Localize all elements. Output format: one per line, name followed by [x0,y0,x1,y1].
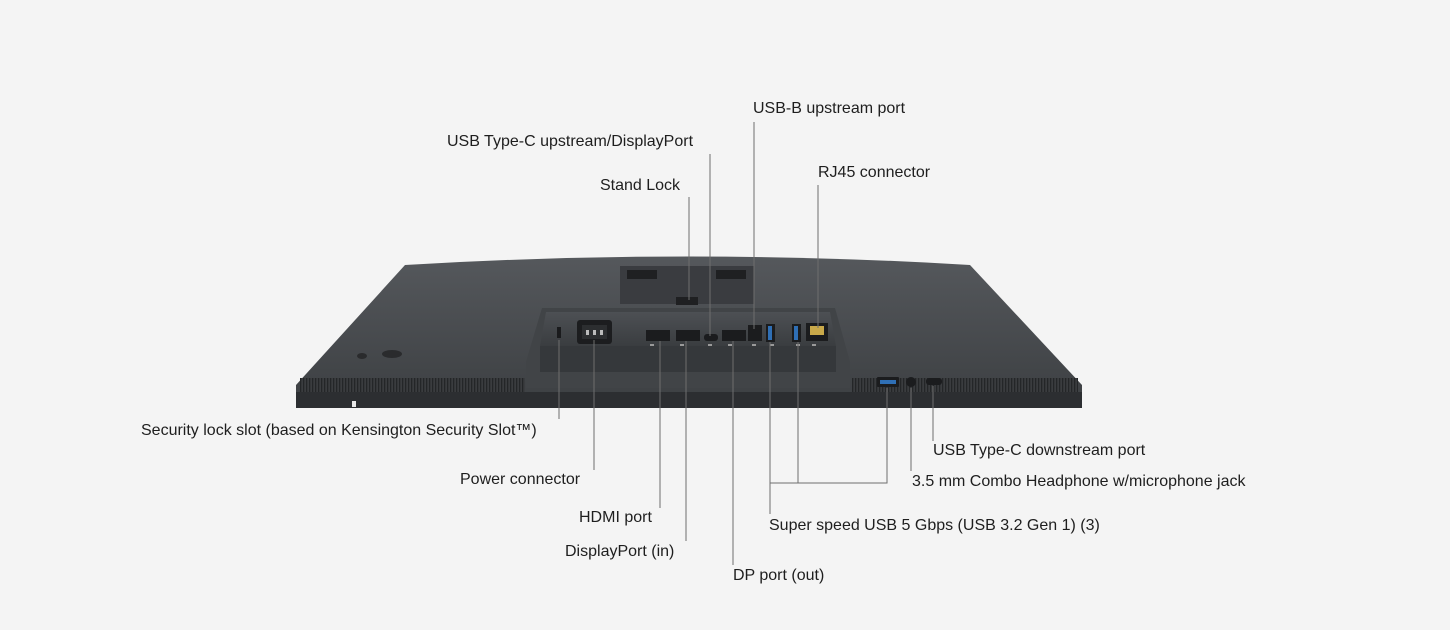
rj45-port-contacts [810,326,824,335]
label-security-slot: Security lock slot (based on Kensington … [141,422,537,439]
power-button-icon [382,350,402,358]
stand-lock-slot [676,297,698,305]
label-displayport-in: DisplayPort (in) [565,543,675,560]
monitor-bottom-edge [296,392,1082,408]
joystick-icon [357,353,367,359]
side-usb-a-port-tongue [880,380,896,384]
stand-clip-left [627,270,657,279]
usb-c-upstream-port [704,334,718,341]
dp-out-port [722,330,746,341]
headphone-jack [906,377,916,387]
stand-mount [620,266,754,305]
left-vent [300,378,525,392]
usb-b-upstream-port [748,325,762,341]
usb-a-port-2-tongue [794,326,798,340]
label-stand-lock: Stand Lock [600,177,681,194]
power-connector [577,320,612,344]
usb-a-port-1-tongue [768,326,772,340]
stand-clip-right [716,270,746,279]
label-power: Power connector [460,471,581,488]
displayport-in-port [676,330,700,341]
hdmi-port [646,330,670,341]
label-rj45: RJ45 connector [818,164,931,181]
label-usb-c-upstream: USB Type-C upstream/DisplayPort [447,133,694,150]
security-slot [557,327,561,338]
side-usb-c-port [926,378,942,385]
io-panel-floor [540,346,836,372]
label-usb-c-downstream: USB Type-C downstream port [933,442,1146,459]
leader-superspeed-usb [769,342,888,484]
io-panel [526,308,850,388]
label-superspeed-usb: Super speed USB 5 Gbps (USB 3.2 Gen 1) (… [769,517,1100,534]
leader-lines [558,122,934,565]
label-hdmi: HDMI port [579,509,652,526]
side-ports [877,377,942,387]
label-dp-out: DP port (out) [733,567,825,584]
label-headphone: 3.5 mm Combo Headphone w/microphone jack [912,473,1246,490]
power-led [352,401,356,407]
label-usb-b-upstream: USB-B upstream port [753,100,906,117]
